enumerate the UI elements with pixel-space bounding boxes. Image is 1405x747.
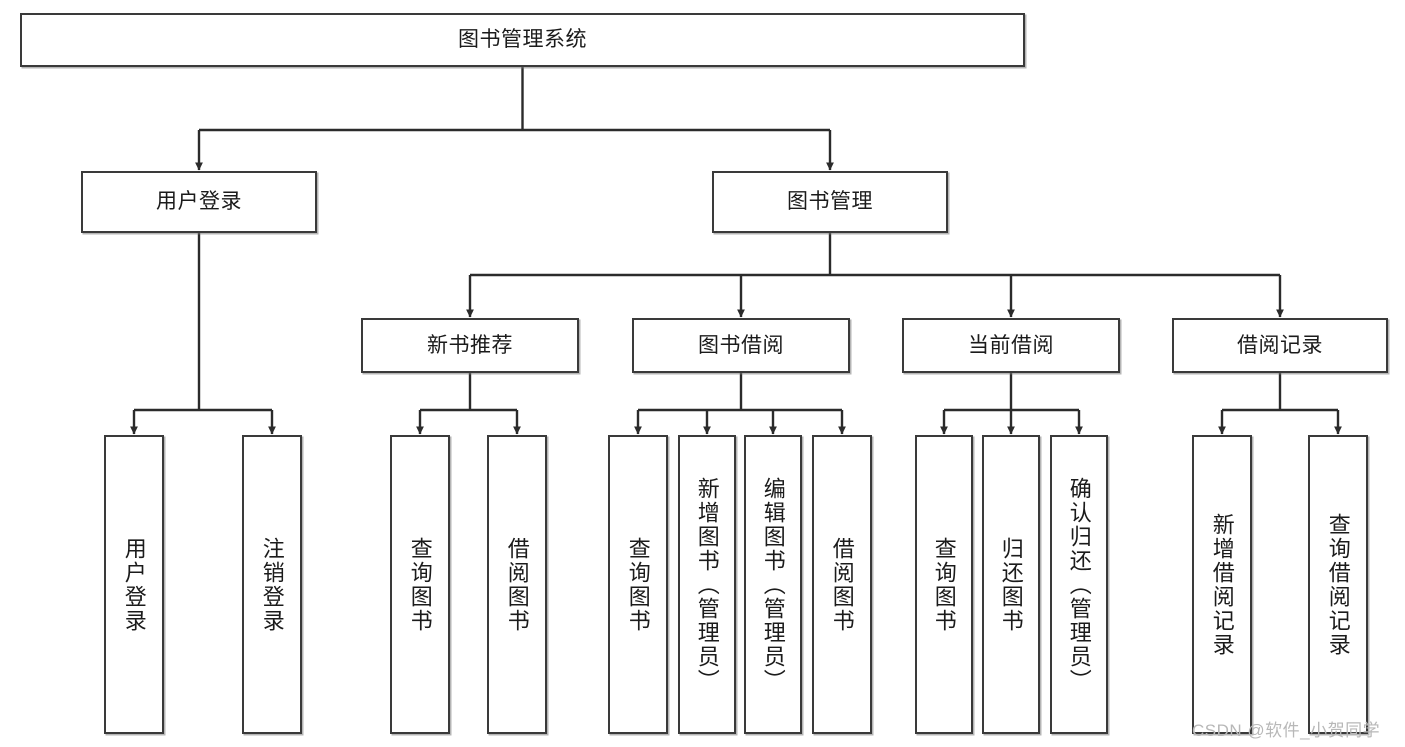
leaf-node-2-0: 查询图书 [915, 435, 973, 734]
node-label: 归还图书 [998, 536, 1024, 633]
node-label: 新书推荐 [427, 333, 513, 357]
leaf-node-2-1: 归还图书 [982, 435, 1040, 734]
leaf-node-1-2: 编辑图书（管理员） [744, 435, 802, 734]
leaf-node-3-1: 查询借阅记录 [1308, 435, 1368, 734]
node-label: 新增图书（管理员） [694, 476, 720, 693]
node-label: 用户登录 [121, 536, 147, 633]
node-label: 用户登录 [156, 190, 242, 214]
level2-node-1: 图书借阅 [632, 318, 850, 373]
node-label: 注销登录 [259, 536, 285, 633]
node-label: 图书管理 [787, 190, 873, 214]
root-node-图书管理系统: 图书管理系统 [20, 13, 1025, 67]
node-label: 借阅图书 [504, 536, 530, 633]
node-label: 查询借阅记录 [1325, 512, 1351, 657]
leaf-node-2-2: 确认归还（管理员） [1050, 435, 1108, 734]
node-label: 查询图书 [931, 536, 957, 633]
leaf-node-1-3: 借阅图书 [812, 435, 872, 734]
node-label: 确认归还（管理员） [1066, 476, 1092, 693]
node-label: 查询图书 [625, 536, 651, 633]
level2-node-0: 新书推荐 [361, 318, 579, 373]
leaf-node-3-0: 新增借阅记录 [1192, 435, 1252, 734]
node-label: 借阅图书 [829, 536, 855, 633]
leaf-node-a-1: 注销登录 [242, 435, 302, 734]
node-label: 借阅记录 [1237, 333, 1323, 357]
level1-node-0: 用户登录 [81, 171, 317, 233]
level1-node-1: 图书管理 [712, 171, 948, 233]
node-label: 当前借阅 [968, 333, 1054, 357]
node-label: 图书借阅 [698, 333, 784, 357]
leaf-node-1-0: 查询图书 [608, 435, 668, 734]
leaf-node-0-1: 借阅图书 [487, 435, 547, 734]
leaf-node-1-1: 新增图书（管理员） [678, 435, 736, 734]
node-label: 编辑图书（管理员） [760, 476, 786, 693]
level2-node-3: 借阅记录 [1172, 318, 1388, 373]
leaf-node-0-0: 查询图书 [390, 435, 450, 734]
node-label: 新增借阅记录 [1209, 512, 1235, 657]
node-label: 查询图书 [407, 536, 433, 633]
csdn-watermark: CSDN @软件_小贺同学 [1192, 721, 1381, 740]
leaf-node-a-0: 用户登录 [104, 435, 164, 734]
level2-node-2: 当前借阅 [902, 318, 1120, 373]
node-label: 图书管理系统 [458, 28, 587, 52]
